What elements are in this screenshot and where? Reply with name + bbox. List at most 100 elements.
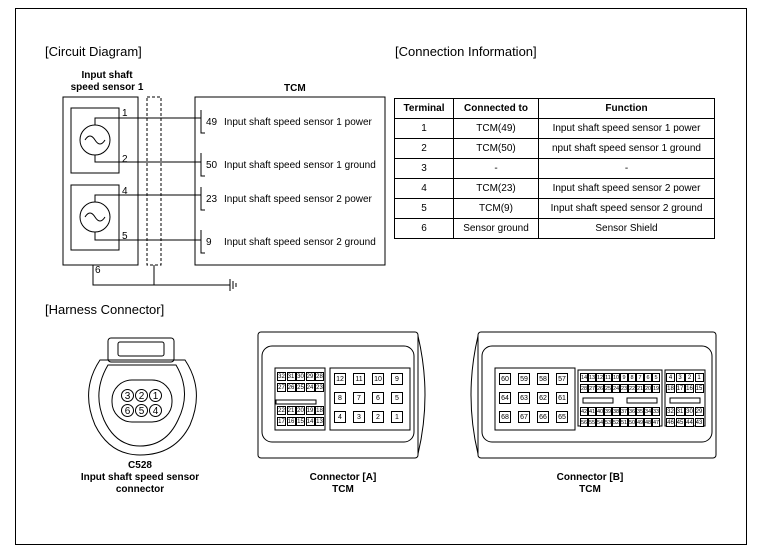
connector-pin: 21 — [636, 384, 644, 393]
connector-pin: 31 — [675, 407, 685, 416]
connector-pin: 40 — [596, 407, 604, 416]
connector-pin: 2 — [135, 389, 148, 402]
connector-pin: 26 — [286, 383, 296, 392]
connector-pin: 12 — [334, 373, 346, 385]
connector-b-caption-line2: TCM — [579, 484, 601, 495]
connector-pin: 52 — [612, 418, 620, 427]
connector-pin: 6 — [644, 373, 652, 382]
connector-pin: 32 — [277, 372, 286, 381]
connector-pin: 59 — [518, 373, 530, 385]
connector-pin: 23 — [315, 383, 324, 392]
connector-pin: 2 — [372, 411, 384, 423]
connector-pin: 9 — [620, 373, 628, 382]
sensor1-box — [70, 107, 120, 174]
harness-connector-title: [Harness Connector] — [45, 302, 165, 317]
connector-pin: 15 — [296, 417, 305, 426]
connector-b-caption-line1: Connector [B] — [556, 472, 624, 483]
sensor1-wave-icon — [84, 135, 106, 145]
tcm-label-9: Input shaft speed sensor 2 ground — [224, 237, 376, 248]
sensor2-wave-icon — [84, 212, 106, 222]
connector-pin: 56 — [580, 418, 588, 427]
connector-pin: 7 — [353, 392, 365, 404]
connector-pin: 6 — [121, 404, 134, 417]
connector-pin: 1 — [149, 389, 162, 402]
connector-pin: 41 — [588, 407, 596, 416]
ground-icon — [229, 279, 237, 291]
connector-a-caption-line1: Connector [A] — [309, 472, 377, 483]
table-row: 3-- — [394, 158, 715, 179]
connector-pin: 24 — [612, 384, 620, 393]
connector-pin: 4 — [149, 404, 162, 417]
connector-pin: 42 — [580, 407, 588, 416]
connector-pin: 5 — [391, 392, 403, 404]
connector-pin: 63 — [518, 392, 530, 404]
tcm-pin-9: 9 — [206, 237, 212, 248]
sensor2-box — [70, 184, 120, 251]
connector-pin: 54 — [596, 418, 604, 427]
connector-pin: 17 — [675, 384, 685, 393]
tcm-title: TCM — [284, 83, 306, 94]
tcm-pin-23: 23 — [206, 194, 218, 205]
ground-wire — [92, 265, 230, 286]
wire-pin1 — [94, 117, 201, 125]
connector-pin: 4 — [334, 411, 346, 423]
connector-pin: 8 — [334, 392, 346, 404]
c528-id: C528 — [128, 460, 152, 471]
connector-pin: 20 — [644, 384, 652, 393]
connector-pin: 3 — [121, 389, 134, 402]
sensor-pin-6: 6 — [95, 265, 101, 276]
connector-pin: 10 — [612, 373, 620, 382]
connector-pin: 11 — [353, 373, 365, 385]
connector-pin: 38 — [612, 407, 620, 416]
connector-pin: 1 — [694, 373, 704, 382]
tcm-label-49: Input shaft speed sensor 1 power — [224, 117, 372, 128]
connector-pin: 21 — [286, 406, 296, 415]
connector-pin: 68 — [499, 411, 511, 423]
connector-pin: 4 — [666, 373, 675, 382]
connector-pin: 20 — [296, 406, 305, 415]
sensor-pin-1: 1 — [122, 108, 128, 119]
connector-pin: 39 — [604, 407, 612, 416]
c528-caption-line2: connector — [115, 484, 165, 495]
connector-pin: 17 — [277, 417, 286, 426]
connector-pin: 31 — [286, 372, 296, 381]
connector-pin: 43 — [694, 418, 704, 427]
connector-pin: 10 — [372, 373, 384, 385]
connector-pin: 28 — [315, 372, 324, 381]
connector-pin: 47 — [652, 418, 660, 427]
connector-pin: 3 — [675, 373, 685, 382]
wire-pin5 — [94, 232, 201, 241]
sensor-title-line1: Input shaft — [81, 70, 133, 81]
sensor-title-line2: speed sensor 1 — [70, 82, 144, 93]
connector-pin: 26 — [596, 384, 604, 393]
connector-pin: 30 — [685, 407, 694, 416]
circuit-diagram-title: [Circuit Diagram] — [45, 44, 142, 59]
tcm-label-50: Input shaft speed sensor 1 ground — [224, 160, 376, 171]
connector-pin: 34 — [644, 407, 652, 416]
connector-pin: 49 — [636, 418, 644, 427]
connector-pin: 9 — [391, 373, 403, 385]
connector-pin: 53 — [604, 418, 612, 427]
connector-pin: 1 — [391, 411, 403, 423]
diagram-frame — [15, 8, 747, 545]
connector-pin: 12 — [596, 373, 604, 382]
connector-pin: 6 — [372, 392, 384, 404]
connector-pin: 67 — [518, 411, 530, 423]
cell-function: Sensor Shield — [538, 218, 715, 239]
connector-pin: 33 — [652, 407, 660, 416]
connector-pin: 44 — [685, 418, 694, 427]
shield-icon — [146, 96, 162, 266]
connector-pin: 35 — [636, 407, 644, 416]
sensor-housing — [62, 96, 139, 266]
connector-pin: 14 — [580, 373, 588, 382]
connector-pin: 16 — [286, 417, 296, 426]
connector-pin: 45 — [675, 418, 685, 427]
connector-pin: 65 — [556, 411, 568, 423]
wire-pin2 — [94, 155, 201, 163]
connector-pin: 19 — [305, 406, 315, 415]
connector-pin: 22 — [277, 406, 286, 415]
